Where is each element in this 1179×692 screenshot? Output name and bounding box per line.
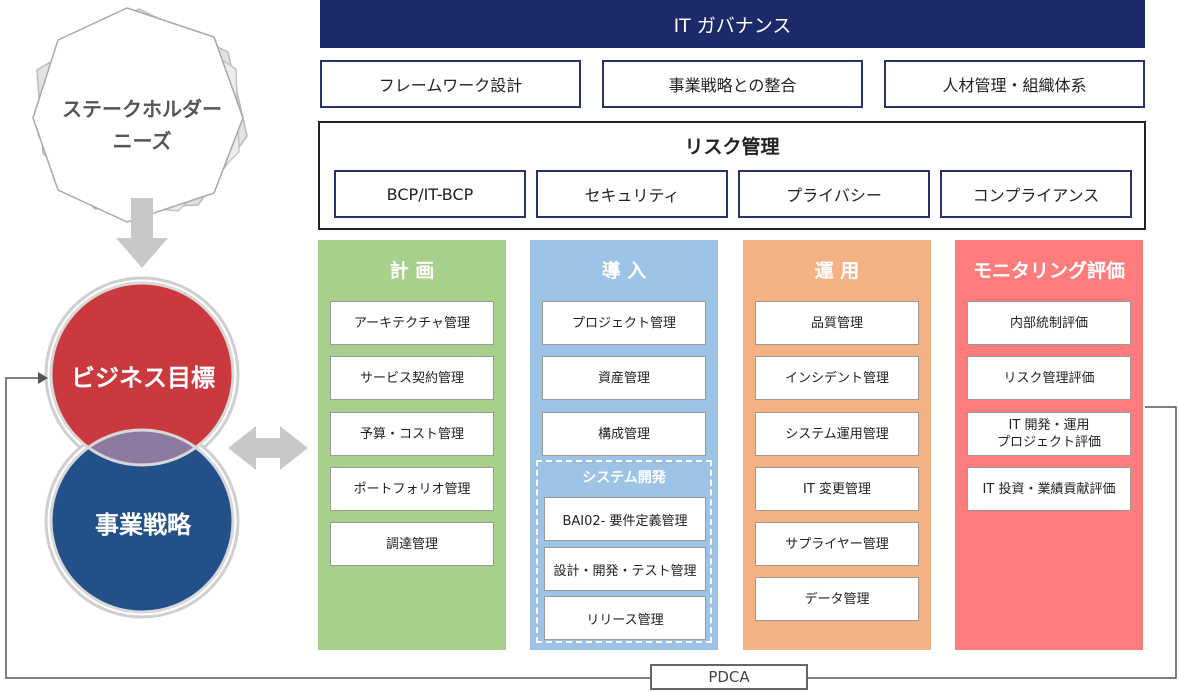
it-governance-header: IT ガバナンス bbox=[320, 0, 1145, 48]
risk-security: セキュリティ bbox=[536, 170, 728, 218]
column-operations-title: 運 用 bbox=[814, 259, 860, 282]
ops-item: 品質管理 bbox=[755, 301, 919, 345]
pdca-arrow-head bbox=[38, 372, 48, 384]
ops-item: インシデント管理 bbox=[755, 356, 919, 400]
plan-item: アーキテクチャ管理 bbox=[330, 301, 494, 345]
sysdev-item: リリース管理 bbox=[544, 596, 706, 640]
plan-item: 予算・コスト管理 bbox=[330, 412, 494, 456]
stakeholder-hexagon-front bbox=[32, 7, 244, 223]
business-goal-label: ビジネス目標 bbox=[71, 363, 215, 392]
monitor-item: 内部統制評価 bbox=[967, 301, 1131, 345]
risk-compliance: コンプライアンス bbox=[940, 170, 1132, 218]
plan-item: サービス契約管理 bbox=[330, 356, 494, 400]
sysdev-item: BAI02- 要件定義管理 bbox=[544, 497, 706, 541]
business-strategy-circle bbox=[51, 430, 233, 612]
gov-framework-design: フレームワーク設計 bbox=[320, 60, 581, 108]
column-operations: 運 用 品質管理 インシデント管理 システム運用管理 IT 変更管理 サプライヤ… bbox=[743, 240, 931, 650]
risk-management-title: リスク管理 bbox=[684, 135, 780, 158]
stakeholder-line1: ステークホルダー bbox=[62, 97, 222, 121]
ops-item: サプライヤー管理 bbox=[755, 522, 919, 566]
deploy-item: プロジェクト管理 bbox=[542, 301, 706, 345]
stakeholder-needs: ステークホルダー ニーズ bbox=[42, 90, 242, 160]
column-deploy-title: 導 入 bbox=[601, 259, 647, 282]
risk-bcp: BCP/IT-BCP bbox=[334, 170, 526, 218]
plan-item: ポートフォリオ管理 bbox=[330, 467, 494, 511]
monitor-item: リスク管理評価 bbox=[967, 356, 1131, 400]
stakeholder-line2: ニーズ bbox=[112, 129, 172, 153]
system-development-group: システム開発 BAI02- 要件定義管理 設計・開発・テスト管理 リリース管理 bbox=[536, 460, 712, 643]
risk-privacy: プライバシー bbox=[738, 170, 930, 218]
column-monitoring: モニタリング評価 内部統制評価 リスク管理評価 IT 開発・運用 プロジェクト評… bbox=[955, 240, 1143, 650]
plan-item: 調達管理 bbox=[330, 522, 494, 566]
column-plan-title: 計 画 bbox=[389, 259, 435, 282]
column-deploy: 導 入 プロジェクト管理 資産管理 構成管理 システム開発 BAI02- 要件定… bbox=[530, 240, 718, 650]
pdca-loop-line bbox=[5, 377, 1177, 679]
ops-item: データ管理 bbox=[755, 577, 919, 621]
ops-item: システム運用管理 bbox=[755, 412, 919, 456]
monitor-item: IT 開発・運用 プロジェクト評価 bbox=[967, 412, 1131, 456]
gov-hr-organization: 人材管理・組織体系 bbox=[884, 60, 1145, 108]
monitor-item: IT 投資・業績貢献評価 bbox=[967, 467, 1131, 511]
column-plan: 計 画 アーキテクチャ管理 サービス契約管理 予算・コスト管理 ポートフォリオ管… bbox=[318, 240, 506, 650]
double-arrow bbox=[228, 426, 308, 470]
sysdev-item: 設計・開発・テスト管理 bbox=[544, 547, 706, 591]
down-arrow bbox=[116, 198, 168, 268]
deploy-item: 構成管理 bbox=[542, 412, 706, 456]
system-development-title: システム開発 bbox=[582, 470, 666, 486]
pdca-label: PDCA bbox=[650, 664, 808, 690]
ops-item: IT 変更管理 bbox=[755, 467, 919, 511]
gov-strategy-alignment: 事業戦略との整合 bbox=[602, 60, 863, 108]
deploy-item: 資産管理 bbox=[542, 356, 706, 400]
business-strategy-label: 事業戦略 bbox=[95, 510, 191, 539]
business-goal-circle bbox=[51, 283, 233, 465]
column-monitoring-title: モニタリング評価 bbox=[972, 259, 1125, 282]
risk-management-panel: リスク管理 BCP/IT-BCP セキュリティ プライバシー コンプライアンス bbox=[318, 121, 1146, 230]
